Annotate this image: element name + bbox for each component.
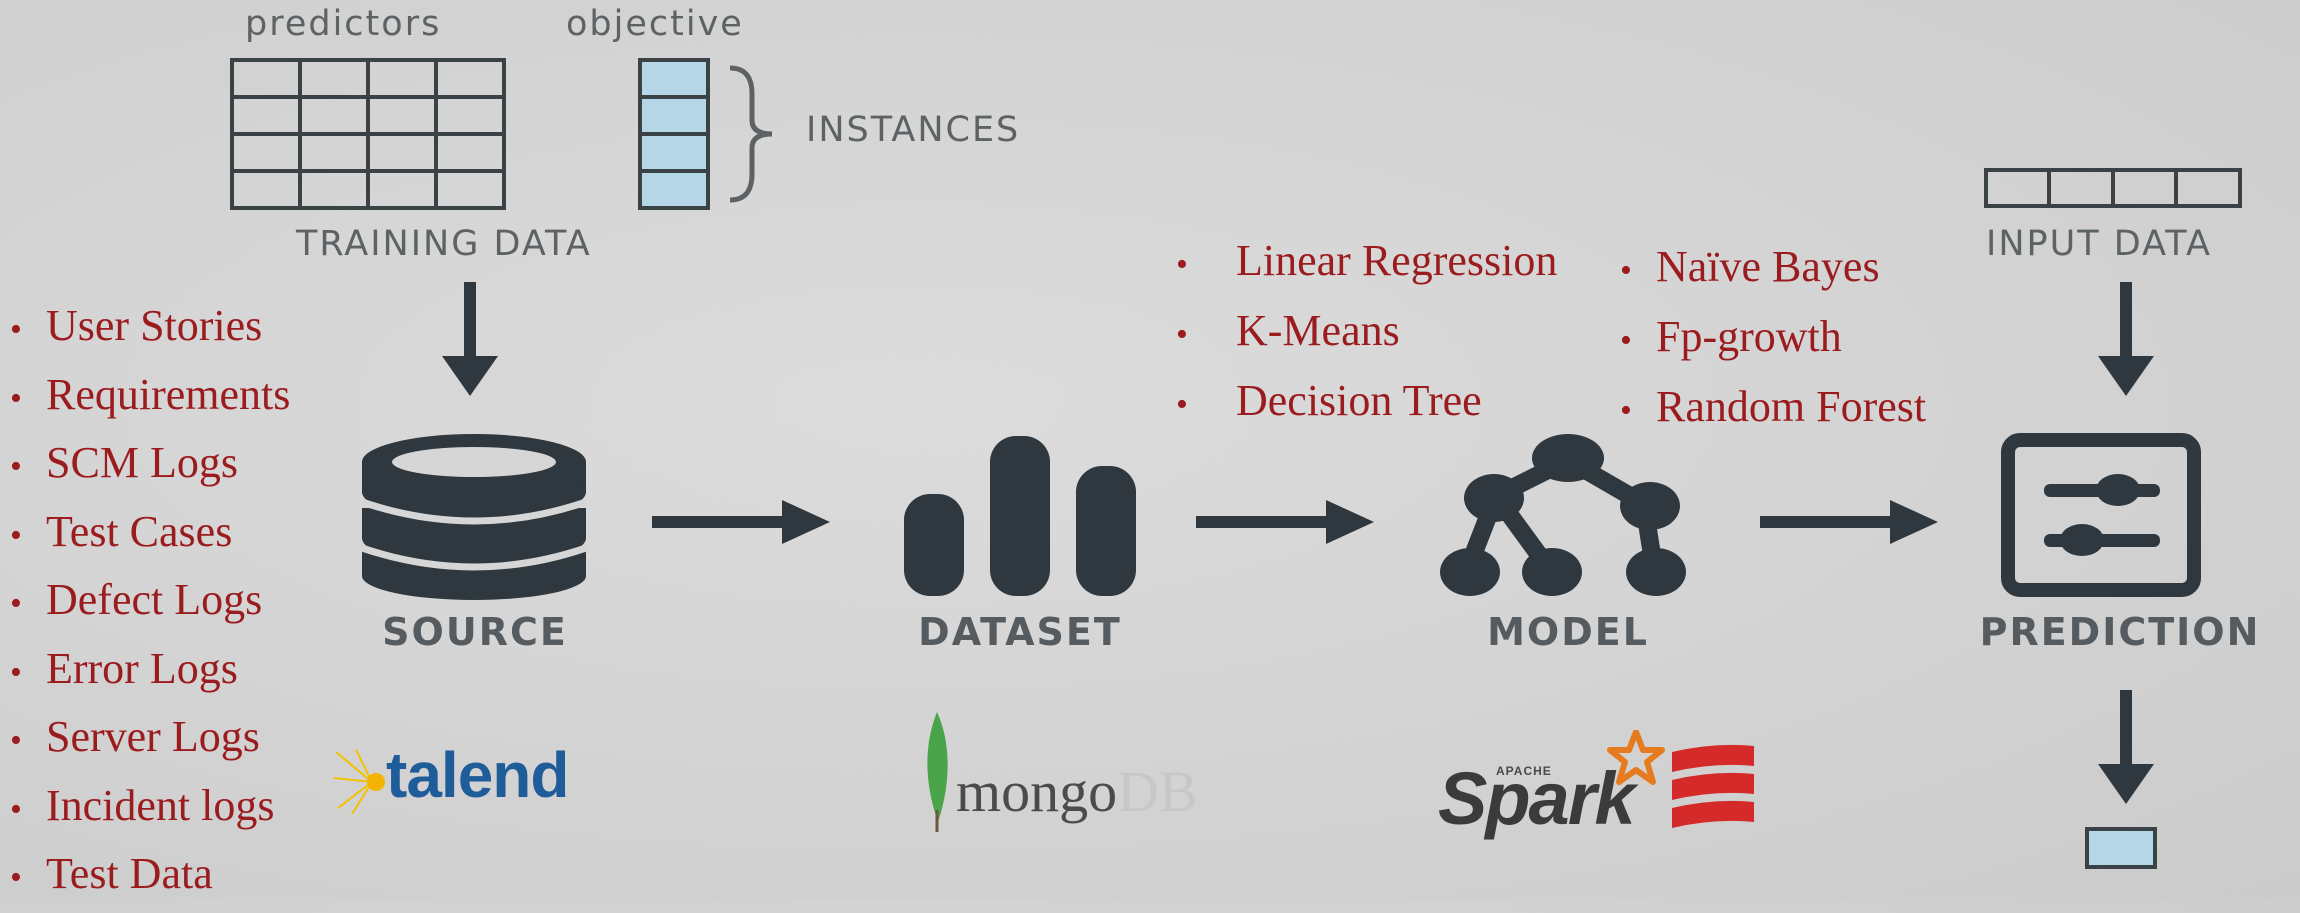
- talend-logo: talend: [332, 738, 592, 828]
- list-item: SCM Logs: [10, 429, 290, 501]
- source-label: SOURCE: [382, 610, 568, 654]
- list-item: Decision Tree: [1176, 366, 1557, 440]
- talend-logo-text: talend: [386, 739, 569, 811]
- mongodb-logo-text: mongoDB: [956, 758, 1198, 825]
- list-item: Fp-growth: [1620, 302, 1926, 376]
- input-data-row: [1984, 168, 2242, 208]
- arrow-right-icon: [1196, 500, 1374, 544]
- training-data-label: TRAINING DATA: [296, 224, 592, 264]
- dataset-label: DATASET: [918, 610, 1122, 654]
- arrow-right-icon: [1760, 500, 1938, 544]
- arrow-down-icon: [2098, 690, 2154, 804]
- algorithms-list-left: Linear Regression K-Means Decision Tree: [1176, 226, 1557, 440]
- predictors-grid: [230, 58, 506, 210]
- bar-chart-icon: [904, 436, 1136, 596]
- algorithms-list-right: Naïve Bayes Fp-growth Random Forest: [1620, 232, 1926, 446]
- list-item: Test Cases: [10, 498, 290, 569]
- data-sources-list: User Stories Requirements SCM Logs Test …: [10, 292, 290, 912]
- prediction-sliders-icon: [2001, 433, 2201, 597]
- model-tree-icon: [1440, 434, 1686, 596]
- mongodb-logo-mongo: mongo: [956, 759, 1118, 824]
- input-data-label: INPUT DATA: [1986, 224, 2212, 264]
- spark-logo: APACHE Spark: [1438, 726, 1758, 840]
- mongodb-logo-db: DB: [1117, 759, 1198, 824]
- list-item: User Stories: [10, 292, 290, 364]
- scala-logo-icon: [1672, 744, 1754, 828]
- output-cell: [2085, 827, 2157, 869]
- list-item: Incident logs: [10, 772, 290, 843]
- list-item: Error Logs: [10, 635, 290, 706]
- list-item: Requirements: [10, 361, 290, 432]
- talend-spark-icon: [333, 749, 385, 815]
- list-item: Random Forest: [1620, 372, 1926, 446]
- arrow-right-icon: [652, 500, 830, 544]
- list-item: Defect Logs: [10, 566, 290, 638]
- list-item: K-Means: [1176, 296, 1557, 370]
- spark-logo-text: Spark: [1438, 757, 1636, 840]
- arrow-down-icon: [2098, 282, 2154, 396]
- predictors-label: predictors: [245, 4, 442, 44]
- list-item: Naïve Bayes: [1620, 232, 1926, 306]
- list-item: Linear Regression: [1176, 226, 1557, 300]
- list-item: Server Logs: [10, 703, 290, 775]
- spark-star-icon: [1607, 730, 1665, 785]
- database-icon: [360, 434, 588, 600]
- model-label: MODEL: [1487, 610, 1649, 654]
- mongodb-leaf-icon: [927, 712, 948, 832]
- instances-brace: [729, 65, 773, 203]
- spark-apache-text: APACHE: [1496, 764, 1552, 778]
- instances-label: INSTANCES: [806, 110, 1021, 150]
- arrow-down-icon: [442, 282, 498, 396]
- mongodb-logo: mongoDB: [918, 706, 1198, 836]
- objective-column: [638, 58, 710, 210]
- objective-label: objective: [566, 4, 744, 44]
- prediction-label: PREDICTION: [1979, 610, 2261, 654]
- list-item: Test Data: [10, 840, 290, 912]
